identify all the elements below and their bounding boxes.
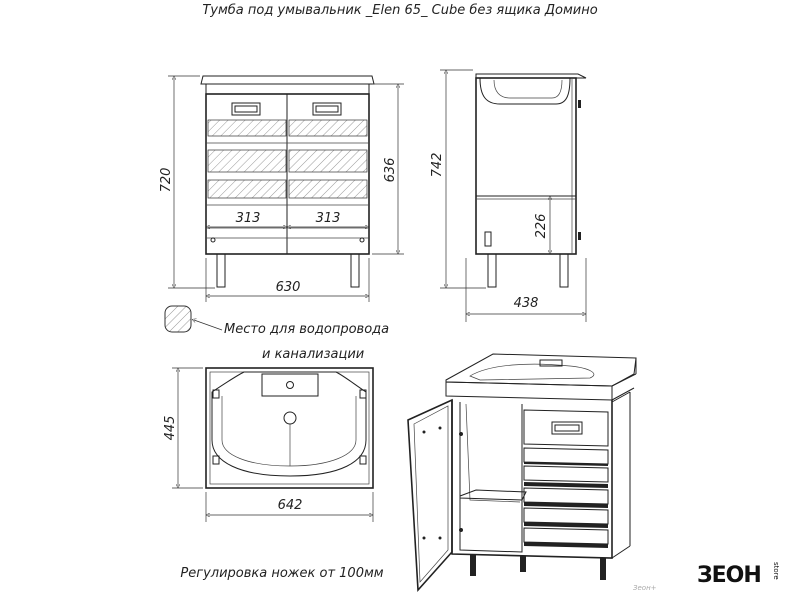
handle-left-inner	[234, 105, 258, 113]
sink-corner-mark-br	[359, 455, 367, 465]
iso-body	[451, 400, 613, 559]
legend-pointer	[194, 320, 223, 331]
handle-left	[231, 102, 261, 116]
side-countertop	[475, 73, 587, 79]
iso-handle	[551, 421, 583, 435]
handle-right	[312, 102, 342, 116]
sink-outline	[205, 367, 374, 489]
dim-sink-width: 642	[278, 498, 303, 513]
sink-corner-mark-tr	[359, 389, 367, 399]
front-top-band	[205, 83, 370, 95]
legend-line-1: Место для водопровода	[224, 322, 389, 337]
iso-leg-2	[520, 556, 526, 572]
dim-door-width-right: 313	[316, 211, 341, 226]
iso-sink-top	[445, 353, 637, 387]
side-body	[475, 77, 577, 255]
dim-side-height: 742	[430, 153, 445, 178]
iso-drawer-fronts	[523, 409, 609, 548]
hinge-right	[359, 237, 365, 243]
drawing-title: Тумба под умывальник _Elen 65_ Cube без …	[202, 3, 597, 18]
legend-line-2: и канализации	[262, 347, 364, 362]
hinge-left	[210, 237, 216, 243]
sink-corner-mark-tl	[212, 389, 220, 399]
dim-front-width: 630	[276, 280, 301, 295]
dim-sink-depth: 445	[163, 416, 178, 441]
leg-side-left	[487, 253, 497, 288]
iso-leg-1	[470, 554, 476, 576]
iso-tap-hole	[539, 359, 563, 367]
drain-hole	[283, 411, 297, 425]
brand-logo: ЗЕОН store	[697, 562, 780, 588]
side-bracket	[484, 231, 492, 247]
legs-adjustment-note: Регулировка ножек от 100мм	[180, 566, 383, 581]
plumbing-legend: Место для водопровода и канализации	[164, 305, 389, 362]
plumbing-zone-symbol	[164, 305, 192, 333]
side-hinge-bottom	[578, 232, 581, 240]
top-view: 445 642	[163, 367, 374, 522]
leg-front-right	[350, 253, 360, 288]
tap-hole	[286, 381, 294, 389]
side-hinge-top	[578, 100, 581, 108]
iso-cabinet-interior	[459, 402, 523, 553]
watermark-text: Зеон+	[633, 584, 657, 592]
iso-sink-front	[445, 381, 613, 401]
perspective-view	[407, 353, 637, 592]
leg-front-left	[216, 253, 226, 288]
dim-front-height: 720	[159, 168, 174, 193]
iso-open-door	[407, 398, 453, 592]
brand-logo-text: ЗЕОН	[697, 563, 761, 588]
dim-shelf-height: 226	[534, 214, 549, 239]
brand-logo-side: store	[772, 562, 780, 580]
front-countertop	[200, 75, 375, 85]
iso-leg-3	[600, 558, 606, 580]
dim-side-depth: 438	[514, 296, 539, 311]
sink-corner-mark-bl	[212, 455, 220, 465]
side-view: 742 226 438	[430, 69, 587, 322]
handle-right-inner	[315, 105, 339, 113]
sink-bowl	[211, 371, 367, 477]
dim-door-width-left: 313	[236, 211, 261, 226]
dim-door-height: 636	[383, 158, 398, 183]
tap-platform	[261, 373, 319, 397]
side-basin	[479, 77, 571, 105]
leg-side-right	[559, 253, 569, 288]
front-view: 720 636 313 313 630	[159, 75, 404, 302]
